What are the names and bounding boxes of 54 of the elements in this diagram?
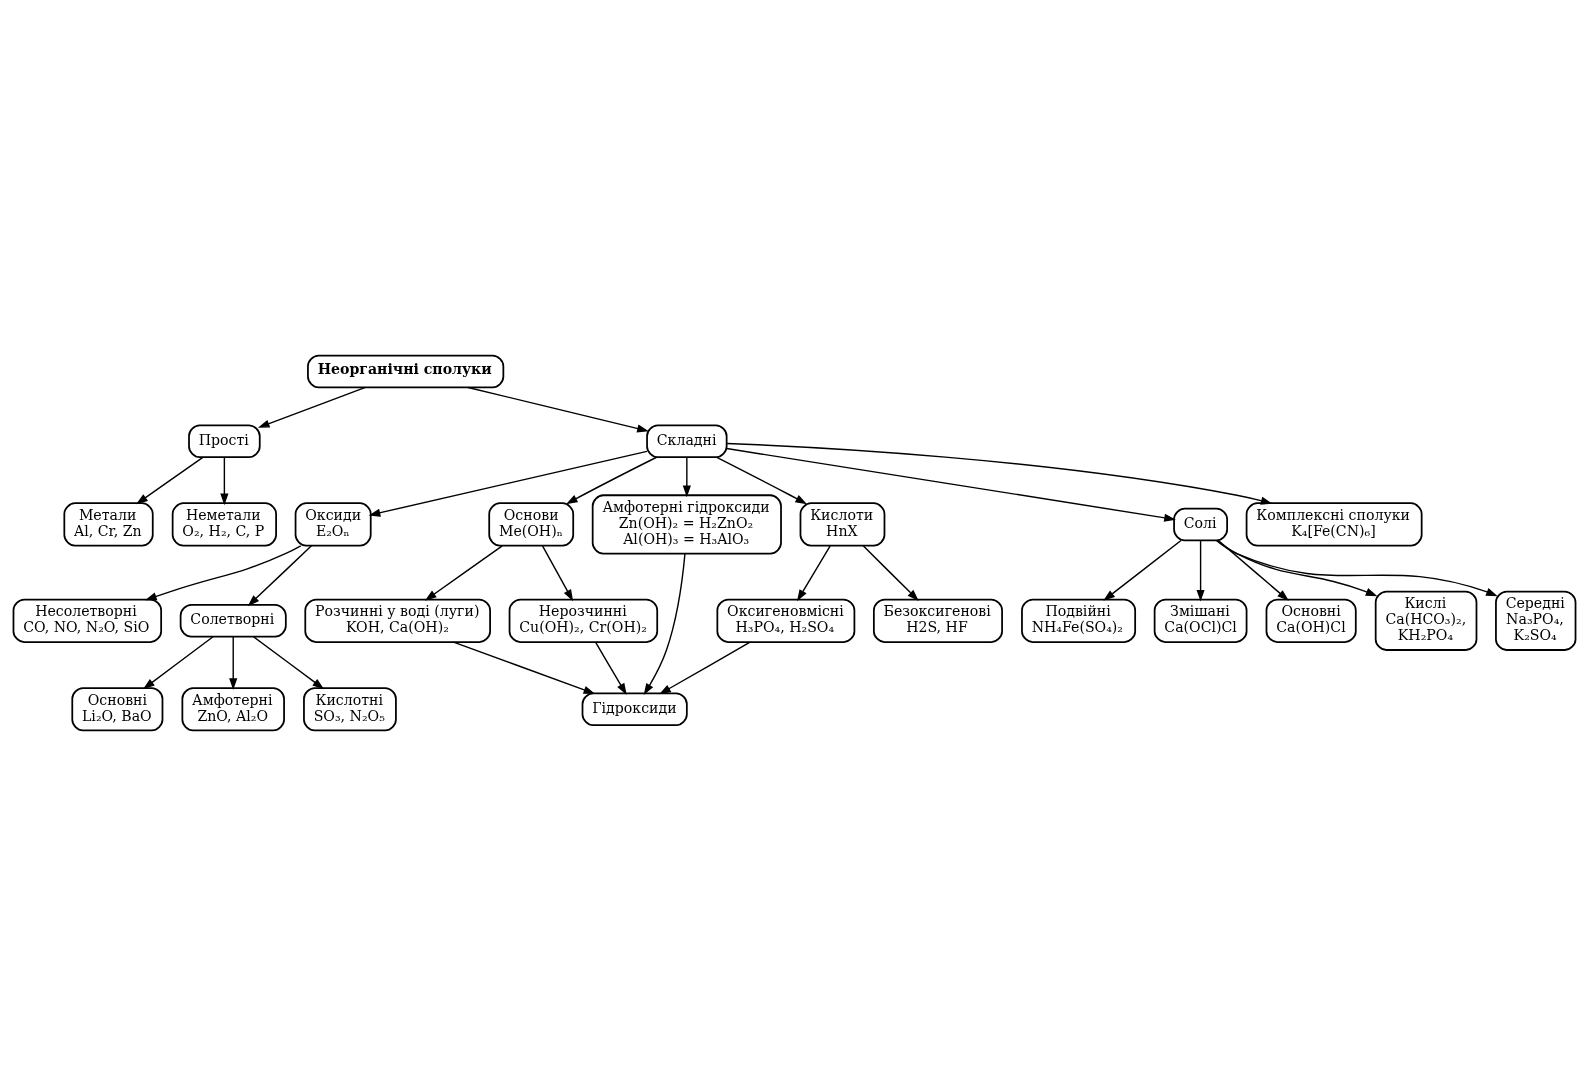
arrow bbox=[682, 456, 691, 498]
arrow bbox=[541, 545, 574, 602]
node-box: Амфотерні ZnO, Al₂O bbox=[181, 687, 285, 732]
node-box: Кислоти HnX bbox=[799, 502, 886, 547]
node-box: Розчинні у воді (луги) KOH, Ca(OH)₂ bbox=[304, 598, 491, 643]
node-box: Безоксигенові H2S, HF bbox=[872, 598, 1003, 643]
arrow bbox=[452, 641, 596, 694]
node-box: Гідроксиди bbox=[581, 692, 688, 727]
arrow bbox=[136, 456, 204, 505]
arrow bbox=[368, 450, 648, 517]
arrow bbox=[252, 636, 325, 690]
arrow bbox=[220, 456, 229, 506]
arrow bbox=[145, 545, 302, 601]
node-box: Комплексні сполуки K₄[Fe(CN)₆] bbox=[1245, 502, 1423, 547]
node-box: Нерозчинні Cu(OH)₂, Cr(OH)₂ bbox=[508, 598, 659, 643]
node-box: Метали Al, Cr, Zn bbox=[63, 502, 154, 547]
arrow bbox=[643, 553, 686, 695]
arrow bbox=[1103, 539, 1182, 601]
node-box: Основні Li₂O, BaO bbox=[71, 687, 164, 732]
node-box: Кислотні SO₃, N₂O₅ bbox=[303, 687, 397, 732]
node-box: Солі bbox=[1173, 507, 1228, 542]
node-box: Оксигеновмісні H₃PO₄, H₂SO₄ bbox=[716, 598, 856, 643]
arrow bbox=[726, 447, 1176, 522]
node-box: Амфотерні гідроксиди Zn(OH)₂ = H₂ZnO₂ Al(OH)₃ = H₃AlO₃ bbox=[591, 494, 782, 555]
arrow bbox=[797, 545, 831, 602]
node-box: Подвійні NH₄Fe(SO₄)₂ bbox=[1021, 598, 1137, 643]
arrow bbox=[247, 545, 313, 607]
node-box: Солетворні bbox=[179, 604, 287, 638]
arrow bbox=[1215, 539, 1498, 597]
node-box: Несолетворні CO, NO, N₂O, SiO bbox=[12, 598, 163, 643]
arrow bbox=[726, 442, 1273, 505]
node-box: Середні Na₃PO₄, K₂SO₄ bbox=[1495, 590, 1577, 651]
arrow bbox=[862, 545, 919, 601]
arrow bbox=[1217, 539, 1289, 601]
arrow bbox=[424, 545, 503, 601]
arrow bbox=[143, 636, 214, 690]
arrow bbox=[467, 386, 649, 433]
node-box: Неорганічні сполуки bbox=[307, 354, 505, 389]
arrow bbox=[594, 641, 627, 695]
node-box: Основи Me(OH)ₙ bbox=[488, 502, 575, 547]
arrow bbox=[1216, 539, 1378, 597]
node-box: Змішані Ca(OCl)Cl bbox=[1153, 598, 1248, 643]
node-box: Оксиди E₂Oₙ bbox=[294, 502, 372, 547]
arrow bbox=[659, 641, 751, 695]
node-box: Складні bbox=[646, 424, 728, 459]
arrow bbox=[257, 386, 367, 428]
node-box: Неметали O₂, H₂, C, P bbox=[171, 502, 277, 547]
arrow bbox=[1196, 539, 1205, 602]
arrow bbox=[716, 456, 808, 505]
node-box: Кислі Ca(HCO₃)₂, KH₂PO₄ bbox=[1374, 590, 1478, 651]
arrow bbox=[565, 456, 658, 505]
arrow bbox=[229, 636, 238, 691]
node-box: Прості bbox=[188, 424, 261, 459]
node-box: Основні Ca(OH)Cl bbox=[1265, 598, 1357, 643]
